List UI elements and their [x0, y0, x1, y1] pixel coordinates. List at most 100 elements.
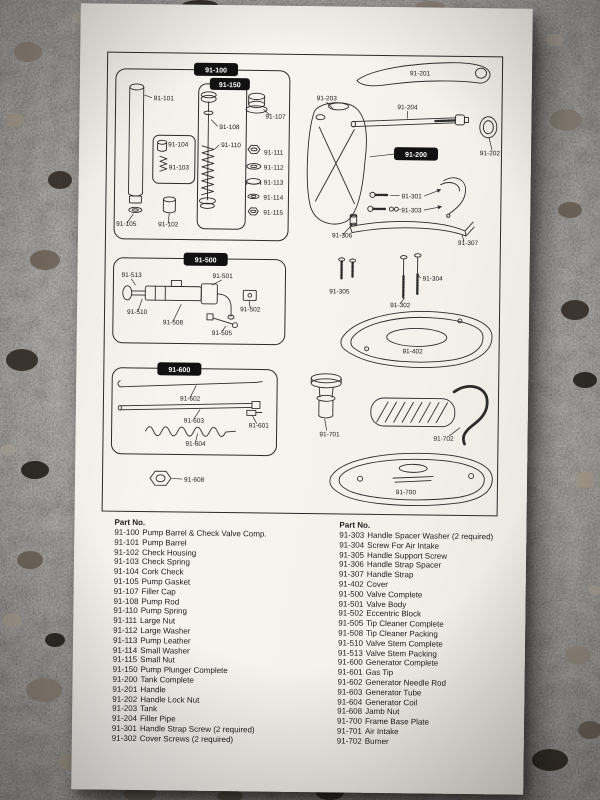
- part-name: Handle Spacer Washer (2 required): [367, 530, 494, 542]
- callout: 91-113: [264, 180, 284, 187]
- callout: 91-203: [317, 95, 338, 102]
- part-number: 91-702: [336, 736, 362, 746]
- callout: 91-604: [185, 441, 206, 448]
- part-number: 91-203: [112, 704, 138, 714]
- part-name: Small Washer: [140, 645, 190, 656]
- part-name: Valve Body: [366, 599, 407, 609]
- part-number: 91-502: [338, 608, 364, 619]
- part-name: Pump Barrel & Check Valve Comp.: [142, 528, 267, 539]
- part-number: 91-110: [113, 606, 138, 616]
- part-number: 91-202: [112, 694, 138, 704]
- part-name: Pump Gasket: [141, 577, 191, 587]
- part-name: Handle Strap Screw (2 required): [139, 723, 255, 735]
- part-name: Generator Complete: [365, 658, 439, 669]
- callout: 91-112: [264, 165, 284, 172]
- part-number: 91-505: [338, 618, 364, 628]
- part-name: Tip Cleaner Complete: [366, 618, 444, 629]
- callout: 91-104: [168, 141, 189, 148]
- part-number: 91-602: [337, 677, 363, 687]
- part-number: 91-204: [112, 713, 138, 724]
- part-number: 91-305: [339, 550, 365, 560]
- part-name: Valve Stem Packing: [365, 648, 437, 659]
- part-number: 91-105: [113, 576, 139, 587]
- part-number: 91-107: [113, 586, 139, 596]
- callout: 91-402: [402, 348, 423, 355]
- part-number: 91-501: [338, 599, 364, 609]
- callout: 91-508: [163, 319, 184, 326]
- part-number: 91-112: [113, 625, 138, 635]
- callout: 91-603: [184, 418, 205, 425]
- callout: 91-202: [480, 150, 501, 157]
- diagram-frame: 91-101 91-105 91-102 91-104 91-103 91-10…: [101, 51, 504, 517]
- pump-plunger-drawing: [198, 91, 217, 209]
- part-number: 91-108: [113, 596, 139, 606]
- part-name: Screw For Air Intake: [367, 540, 440, 551]
- group-label-91-600: 91-600: [157, 362, 202, 376]
- cork-check-drawing: [157, 139, 168, 152]
- part-name: Pump Rod: [141, 596, 180, 607]
- group-label-91-100: 91-100: [193, 62, 239, 77]
- part-name: Jamb Nut: [365, 707, 400, 717]
- part-number: 91-604: [337, 697, 363, 707]
- part-number: 91-513: [337, 648, 363, 658]
- callout: 91-701: [319, 431, 340, 438]
- part-number: 91-102: [114, 547, 140, 557]
- callout: 91-115: [263, 210, 283, 217]
- part-name: Air Intake: [364, 726, 399, 737]
- pump-barrel-drawing: [128, 83, 145, 204]
- part-name: Pump Spring: [140, 606, 188, 616]
- handle-lock-nut-drawing: [479, 116, 498, 139]
- part-name: Tip Cleaner Packing: [366, 628, 438, 639]
- part-number: 91-302: [111, 733, 137, 743]
- part-number: 91-301: [111, 723, 137, 733]
- filler-cap-drawing: [245, 92, 268, 114]
- callout: 91-111: [264, 150, 284, 157]
- part-number: 91-600: [337, 657, 363, 668]
- part-number: 91-101: [114, 537, 140, 547]
- part-name: Handle Lock Nut: [140, 694, 200, 705]
- part-name: Pump Plunger Complete: [140, 665, 228, 676]
- handle-strap-drawing: [349, 221, 475, 237]
- part-number: 91-113: [112, 635, 138, 645]
- screw-cluster-group: [338, 253, 422, 305]
- part-number: 91-201: [112, 684, 138, 694]
- part-number: 91-304: [339, 540, 365, 550]
- callout: 91-502: [240, 306, 261, 313]
- part-number: 91-303: [339, 530, 365, 540]
- part-name: Handle Support Screw: [366, 550, 448, 561]
- svg-text:91-500: 91-500: [195, 257, 217, 264]
- part-name: Burner: [364, 736, 389, 746]
- svg-text:91-100: 91-100: [205, 67, 227, 74]
- check-housing-drawing: [162, 196, 176, 214]
- callout: 91-114: [263, 195, 283, 202]
- callout: 91-700: [396, 489, 417, 496]
- callout: 91-307: [458, 240, 479, 247]
- handle-strap-screw-drawing: [367, 191, 399, 212]
- callout: 91-201: [410, 70, 431, 77]
- group-label-91-500: 91-500: [183, 252, 228, 267]
- part-name: Gas Tip: [365, 667, 394, 678]
- group-label-91-150: 91-150: [209, 77, 250, 91]
- part-name: Large Nut: [139, 616, 176, 626]
- jamb-nut-drawing: [149, 470, 183, 486]
- callout: 91-601: [249, 422, 270, 429]
- callout: 91-108: [219, 124, 240, 131]
- part-number: 91-100: [114, 527, 140, 538]
- callout: 91-103: [169, 164, 190, 171]
- base-plate-drawing: [329, 452, 493, 506]
- cover-drawing: [340, 310, 493, 368]
- part-name: Generator Tube: [365, 687, 422, 698]
- svg-text:91-150: 91-150: [219, 82, 241, 89]
- part-number: 91-114: [112, 645, 138, 655]
- part-number: 91-104: [113, 566, 139, 577]
- part-name: Generator Needle Rod: [365, 677, 447, 688]
- callout: 91-102: [158, 221, 179, 228]
- filler-pipe-drawing: [350, 114, 469, 128]
- callout: 91-301: [401, 193, 422, 200]
- svg-text:91-600: 91-600: [168, 367, 190, 374]
